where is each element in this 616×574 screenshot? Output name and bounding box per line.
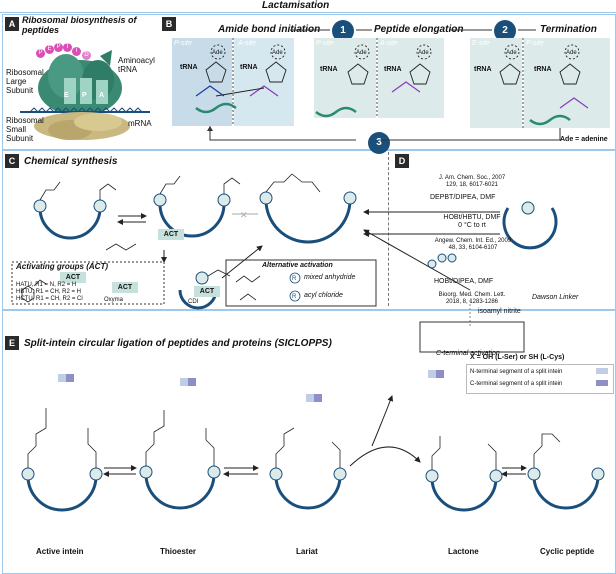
figure-title: Lactamisation xyxy=(262,0,330,11)
cd-divider xyxy=(388,152,390,306)
mrna-label: mRNA xyxy=(128,119,152,128)
citation-jacs: J. Am. Chem. Soc., 2007 129, 18, 6017-60… xyxy=(438,175,506,188)
stage-lariat: Lariat xyxy=(296,547,318,556)
trna-label-2: tRNA xyxy=(240,64,258,71)
bead-2: E xyxy=(45,45,54,54)
r-label-2: R xyxy=(292,294,297,300)
citation-bmcl: Bioorg. Med. Chem. Lett. 2018, 8, 1283-1… xyxy=(438,292,506,305)
b-site-label-2: A-site xyxy=(238,40,256,47)
act-box-3: ACT xyxy=(112,282,138,293)
peptide-beads: P E P T I D xyxy=(36,43,126,63)
act-box-4: ACT xyxy=(194,286,220,297)
aminoacyl-label: Aminoacyl tRNA xyxy=(118,56,155,74)
stage-lactone: Lactone xyxy=(448,547,479,556)
ade-label-5: Ade xyxy=(506,50,517,56)
trna-label-4: tRNA xyxy=(384,66,402,73)
step-1-marker: 1 xyxy=(332,20,354,42)
c-terminal-activation-label: C-terminal activation xyxy=(436,350,500,357)
bead-1: P xyxy=(36,49,45,58)
trna-label-5: tRNA xyxy=(474,66,492,73)
site-e: E xyxy=(64,92,69,99)
site-p: P xyxy=(82,92,87,99)
svg-text:✕: ✕ xyxy=(240,210,248,220)
reagent-hatu: HATU, R1 = N, R2 = H xyxy=(16,282,77,288)
legend-x: X = OH (L-Ser) or SH (L-Cys) xyxy=(470,354,565,361)
legend-n-swatch xyxy=(596,368,608,374)
cdi-label: CDI xyxy=(188,299,199,305)
stage-thioester: Thioester xyxy=(160,547,197,556)
condition-hobt-hbtu: HOBt/HBTU, DMF 0 °C to rt xyxy=(443,214,501,229)
trna-label-6: tRNA xyxy=(534,66,552,73)
panel-a-title: Ribosomal biosynthesis of peptides xyxy=(22,15,137,35)
panel-a-letter: A xyxy=(5,17,19,31)
reagent-hbtu: HBTU, R1 = CH, R2 = H xyxy=(16,289,82,295)
step-termination-label: Termination xyxy=(540,24,597,35)
b-site-label-6: P-site xyxy=(526,40,544,47)
panel-c-title: Chemical synthesis xyxy=(24,156,118,167)
panel-e-letter: E xyxy=(5,336,19,350)
large-subunit-label: Ribosomal Large Subunit xyxy=(6,68,44,95)
step-initiation-label: Amide bond initiation xyxy=(218,24,321,35)
b-site-label-4: A-site xyxy=(380,40,398,47)
ade-footnote: Ade = adenine xyxy=(560,136,608,143)
oxyma-label: Oxyma xyxy=(104,297,124,303)
bead-4: T xyxy=(63,43,72,52)
small-subunit-shape xyxy=(34,112,130,140)
legend-box xyxy=(466,364,614,394)
panel-d-letter: D xyxy=(395,154,409,168)
legend-c-text: C-terminal segment of a split intein xyxy=(470,381,563,387)
ade-label-6: Ade xyxy=(566,50,577,56)
mixed-anhydride-label: mixed anhydride xyxy=(304,274,356,281)
acyl-chloride-label: acyl chloride xyxy=(304,292,343,299)
ade-label-1: Ade xyxy=(212,50,223,56)
step-elongation-label: Peptide elongation xyxy=(374,24,464,35)
b-site-label-1: P-site xyxy=(174,40,192,47)
bead-5: I xyxy=(72,47,81,56)
step-3-marker: 3 xyxy=(368,132,390,154)
dawson-linker-label: Dawson Linker xyxy=(532,294,579,301)
panel-c-letter: C xyxy=(5,154,19,168)
b-site-label-3: P-site xyxy=(316,40,334,47)
activating-groups-title: Activating groups (ACT) xyxy=(16,262,108,271)
ade-label-3: Ade xyxy=(356,50,367,56)
small-subunit-label: Ribosomal Small Subunit xyxy=(6,116,44,143)
trna-label-1: tRNA xyxy=(180,64,198,71)
step-2-marker: 2 xyxy=(494,20,516,42)
reagent-hctu: HCTU, R1 = CH, R2 = Cl xyxy=(16,296,83,302)
b-site-label-5: E-site xyxy=(472,40,490,47)
ade-label-2: Ade xyxy=(272,50,283,56)
condition-depbt: DEPBT/DIPEA, DMF xyxy=(430,194,496,201)
legend-c-swatch xyxy=(596,380,608,386)
ade-label-4: Ade xyxy=(418,50,429,56)
panel-b-letter: B xyxy=(162,17,176,31)
bead-6: D xyxy=(82,51,91,60)
condition-hobt-dipea: HOBt/DIPEA, DMF xyxy=(434,278,494,285)
alt-activation-title: Alternative activation xyxy=(262,262,333,269)
act-box-1: ACT xyxy=(158,229,184,240)
site-a: A xyxy=(99,92,105,99)
bead-3: P xyxy=(54,43,63,52)
r-label-1: R xyxy=(292,276,297,282)
panel-e-title: Split-intein circular ligation of peptid… xyxy=(24,338,332,349)
isoamyl-nitrite-label: isoamyl nitrite xyxy=(478,308,521,315)
legend-n-text: N-terminal segment of a split intein xyxy=(470,369,563,375)
citation-angew: Angew. Chem. Int. Ed., 2009 48, 33, 6104… xyxy=(434,238,512,251)
act-box-2: ACT xyxy=(60,272,86,283)
trna-label-3: tRNA xyxy=(320,66,338,73)
stage-active-intein: Active intein xyxy=(36,547,84,556)
stage-cyclic-peptide: Cyclic peptide xyxy=(540,547,595,556)
